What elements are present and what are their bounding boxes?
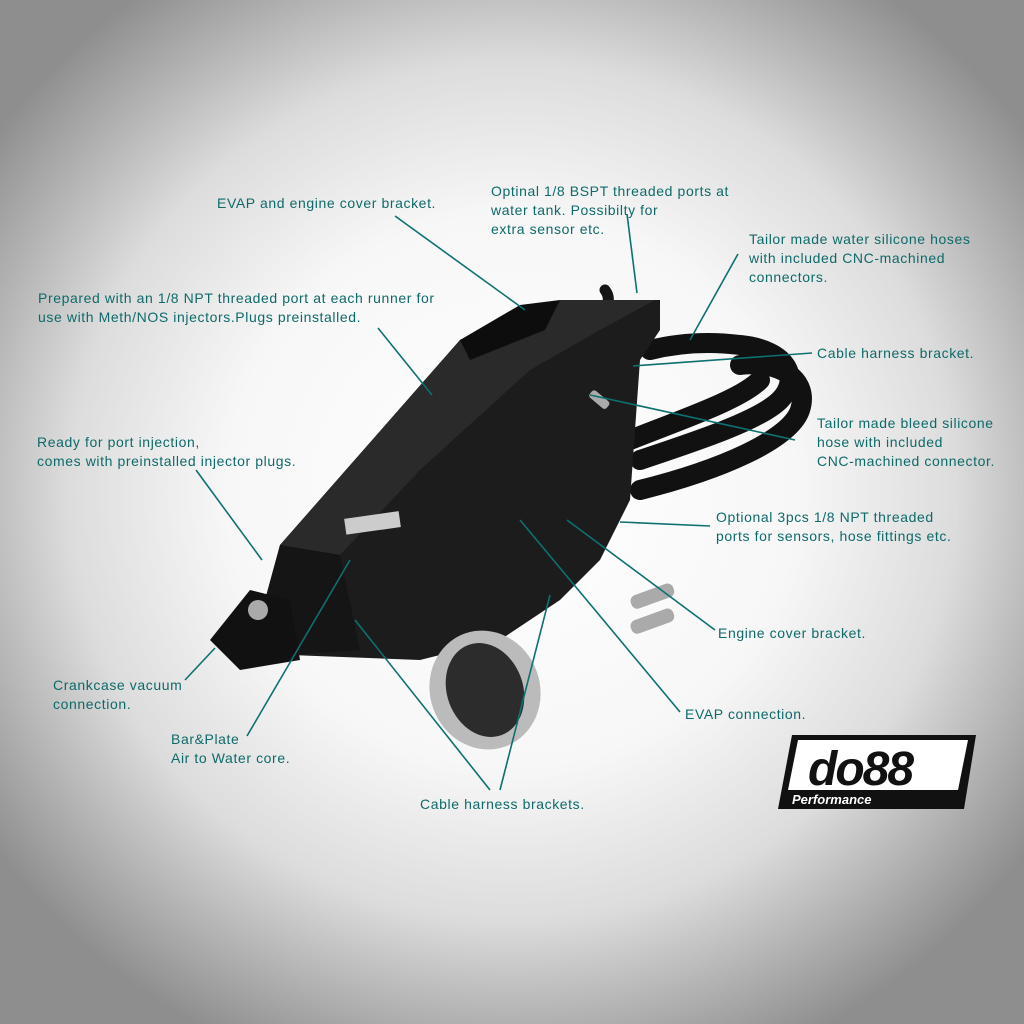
runner-flange (210, 590, 300, 670)
annotation-port-injection: Ready for port injection, comes with pre… (37, 434, 297, 469)
svg-text:do88: do88 (808, 743, 914, 796)
annotation-bleed-hose: Tailor made bleed silicone hose with inc… (817, 415, 995, 469)
annotation-crankcase-vacuum: Crankcase vacuum connection. (53, 677, 183, 712)
annotation-bar-plate-core: Bar&Plate Air to Water core. (171, 731, 291, 766)
do88-logo: do88 Performance (778, 735, 976, 809)
annotation-cable-harness-bracket: Cable harness bracket. (817, 345, 975, 361)
annotation-npt-runner-ports: Prepared with an 1/8 NPT threaded port a… (38, 290, 435, 325)
annotation-npt-sensor-ports: Optional 3pcs 1/8 NPT threaded ports for… (716, 509, 952, 544)
water-hoses (620, 332, 812, 500)
leader-lines (184, 213, 813, 791)
throttle-inlet (429, 630, 541, 750)
manifold-top-face (280, 300, 655, 555)
annotation-bspt-ports: Optinal 1/8 BSPT threaded ports at water… (491, 183, 730, 237)
annotation-evap-connection: EVAP connection. (685, 706, 807, 722)
annotation-engine-cover-bracket: Engine cover bracket. (718, 625, 867, 641)
annotation-water-hoses: Tailor made water silicone hoses with in… (749, 231, 971, 285)
svg-text:Performance: Performance (792, 792, 871, 807)
fittings (248, 390, 675, 634)
annotation-cable-harness-brackets: Cable harness brackets. (420, 796, 585, 812)
annotation-evap-engine-cover-bracket: EVAP and engine cover bracket. (217, 195, 437, 211)
nameplate (344, 511, 401, 535)
bracket (460, 300, 560, 360)
